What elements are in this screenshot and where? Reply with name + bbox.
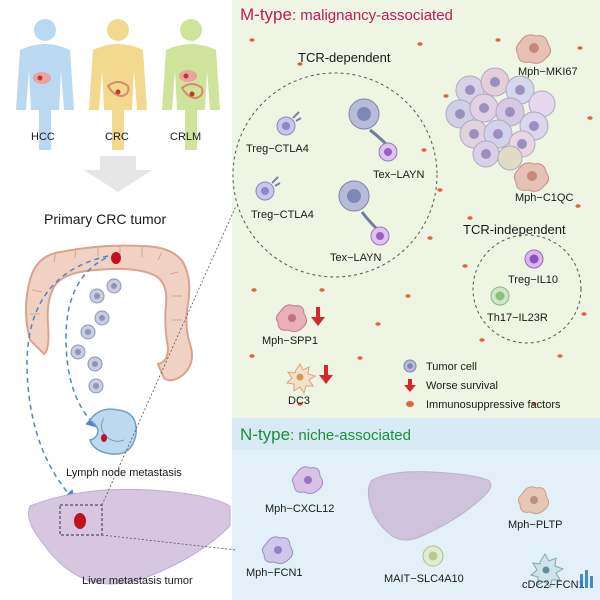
treg-ctla4-label-a: Treg−CTLA4: [246, 143, 309, 155]
person-hcc-label: HCC: [31, 131, 55, 143]
n-type-title-prefix: N-type: [240, 425, 290, 444]
n-type-header-band: [232, 418, 600, 450]
n-type-title: N-type: niche-associated: [240, 425, 411, 444]
down-arrow-icon: [84, 156, 152, 192]
cdc2-fcn1-cell: [529, 553, 565, 589]
watermark-icon: [580, 570, 593, 588]
zoom-line-bottom: [101, 534, 237, 551]
tumor-cell-interaction-a: [348, 98, 398, 162]
legend-tumor-cell-icon: [403, 359, 417, 373]
treg-ctla4-label-b: Treg−CTLA4: [251, 209, 314, 221]
legend: Tumor cell Worse survival Immunosuppress…: [403, 359, 561, 411]
person-crc-label: CRC: [105, 131, 129, 143]
cdc2-fcn1-label: cDC2−FCN1: [522, 579, 585, 591]
m-type-title-suffix: : malignancy-associated: [292, 7, 453, 24]
tcr-independent-circle: [472, 234, 582, 344]
th17-il23r-cell: [490, 286, 510, 306]
migrating-tumor-cells: [70, 278, 122, 394]
tex-layn-label-b: Tex−LAYN: [330, 252, 382, 264]
lymph-node-icon: [88, 408, 137, 455]
mait-slc4a10-cell: [422, 545, 444, 567]
legend-immuno-factor-icon: [406, 401, 414, 407]
mph-fcn1-label: Mph−FCN1: [246, 567, 303, 579]
tcr-dependent-title: TCR-dependent: [298, 50, 391, 65]
m-type-title-prefix: M-type: [240, 5, 292, 24]
mph-fcn1-cell: [261, 536, 294, 565]
colon-texture: [30, 246, 182, 321]
th17-il23r-label: Th17−IL23R: [487, 312, 548, 324]
mph-c1qc-cell: [513, 162, 550, 192]
tumor-cell-interaction-b: [338, 180, 390, 246]
liver-tumor-dot: [74, 513, 86, 529]
mph-spp1-cell: [275, 304, 308, 333]
mph-c1qc-label: Mph−C1QC: [515, 192, 573, 204]
worse-survival-arrow-dc3: [319, 365, 333, 384]
mait-slc4a10-label: MAIT−SLC4A10: [384, 573, 464, 585]
treg-ctla4-cell-b: [255, 176, 281, 201]
mph-cxcl12-cell: [291, 466, 324, 495]
tumor-mass-nuclei: [455, 77, 539, 159]
treg-ctla4-cell-a: [276, 111, 302, 136]
treg-il10-cell: [524, 249, 544, 269]
m-type-panel: [232, 0, 600, 418]
dc3-cell: [285, 363, 317, 395]
legend-immuno-factors-label: Immunosuppressive factors: [426, 399, 561, 411]
lymph-node-label: Lymph node metastasis: [66, 467, 182, 479]
person-crlm-label: CRLM: [170, 131, 201, 143]
tcr-independent-title: TCR-independent: [463, 222, 566, 237]
dc3-label: DC3: [288, 395, 310, 407]
mph-spp1-label: Mph−SPP1: [262, 335, 318, 347]
mph-mki67-cell: [515, 34, 552, 64]
colon-icon: [25, 244, 193, 382]
tex-layn-label-a: Tex−LAYN: [373, 169, 425, 181]
m-type-title: M-type: malignancy-associated: [240, 5, 453, 24]
legend-tumor-cell-label: Tumor cell: [426, 361, 477, 373]
mph-pltp-cell: [517, 486, 550, 515]
n-liver-icon: [367, 471, 492, 541]
mph-mki67-label: Mph−MKI67: [518, 66, 578, 78]
tcr-dependent-circle: [232, 72, 438, 278]
metastasis-arrow-lymph: [65, 257, 107, 429]
liver-metastasis-zoom-box: [59, 504, 103, 536]
liver-metastasis-label: Liver metastasis tumor: [82, 575, 193, 587]
immunosuppressive-dots: [249, 38, 593, 406]
mph-pltp-label: Mph−PLTP: [508, 519, 563, 531]
legend-worse-survival-icon: [404, 379, 416, 392]
primary-crc-title: Primary CRC tumor: [44, 211, 166, 227]
primary-tumor-dot: [111, 252, 121, 264]
person-hcc: [16, 19, 74, 150]
metastasis-arrow-liver: [26, 255, 109, 503]
legend-worse-survival-label: Worse survival: [426, 380, 498, 392]
worse-survival-arrow-spp1: [311, 307, 325, 326]
treg-il10-label: Treg−IL10: [508, 274, 558, 286]
n-type-title-suffix: : niche-associated: [290, 427, 411, 444]
zoom-line-top: [101, 205, 237, 506]
tumor-mass: [445, 67, 556, 171]
person-crlm: [162, 19, 220, 150]
mph-cxcl12-label: Mph−CXCL12: [265, 503, 334, 515]
person-crc: [89, 19, 147, 150]
liver-icon: [28, 488, 231, 585]
